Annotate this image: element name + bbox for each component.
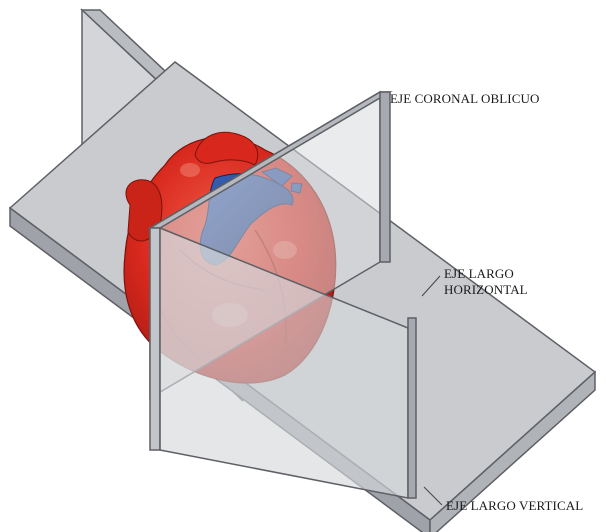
long-horizontal-label-line-2: HORIZONTAL (444, 282, 528, 298)
long-horizontal-label-line-1: EJE LARGO (444, 266, 528, 282)
long-vertical-axis-label: EJE LARGO VERTICAL (446, 498, 583, 514)
coronal-oblique-axis-label: EJE CORONAL OBLICUO (390, 91, 539, 107)
long-horizontal-axis-label: EJE LARGO HORIZONTAL (444, 266, 528, 298)
